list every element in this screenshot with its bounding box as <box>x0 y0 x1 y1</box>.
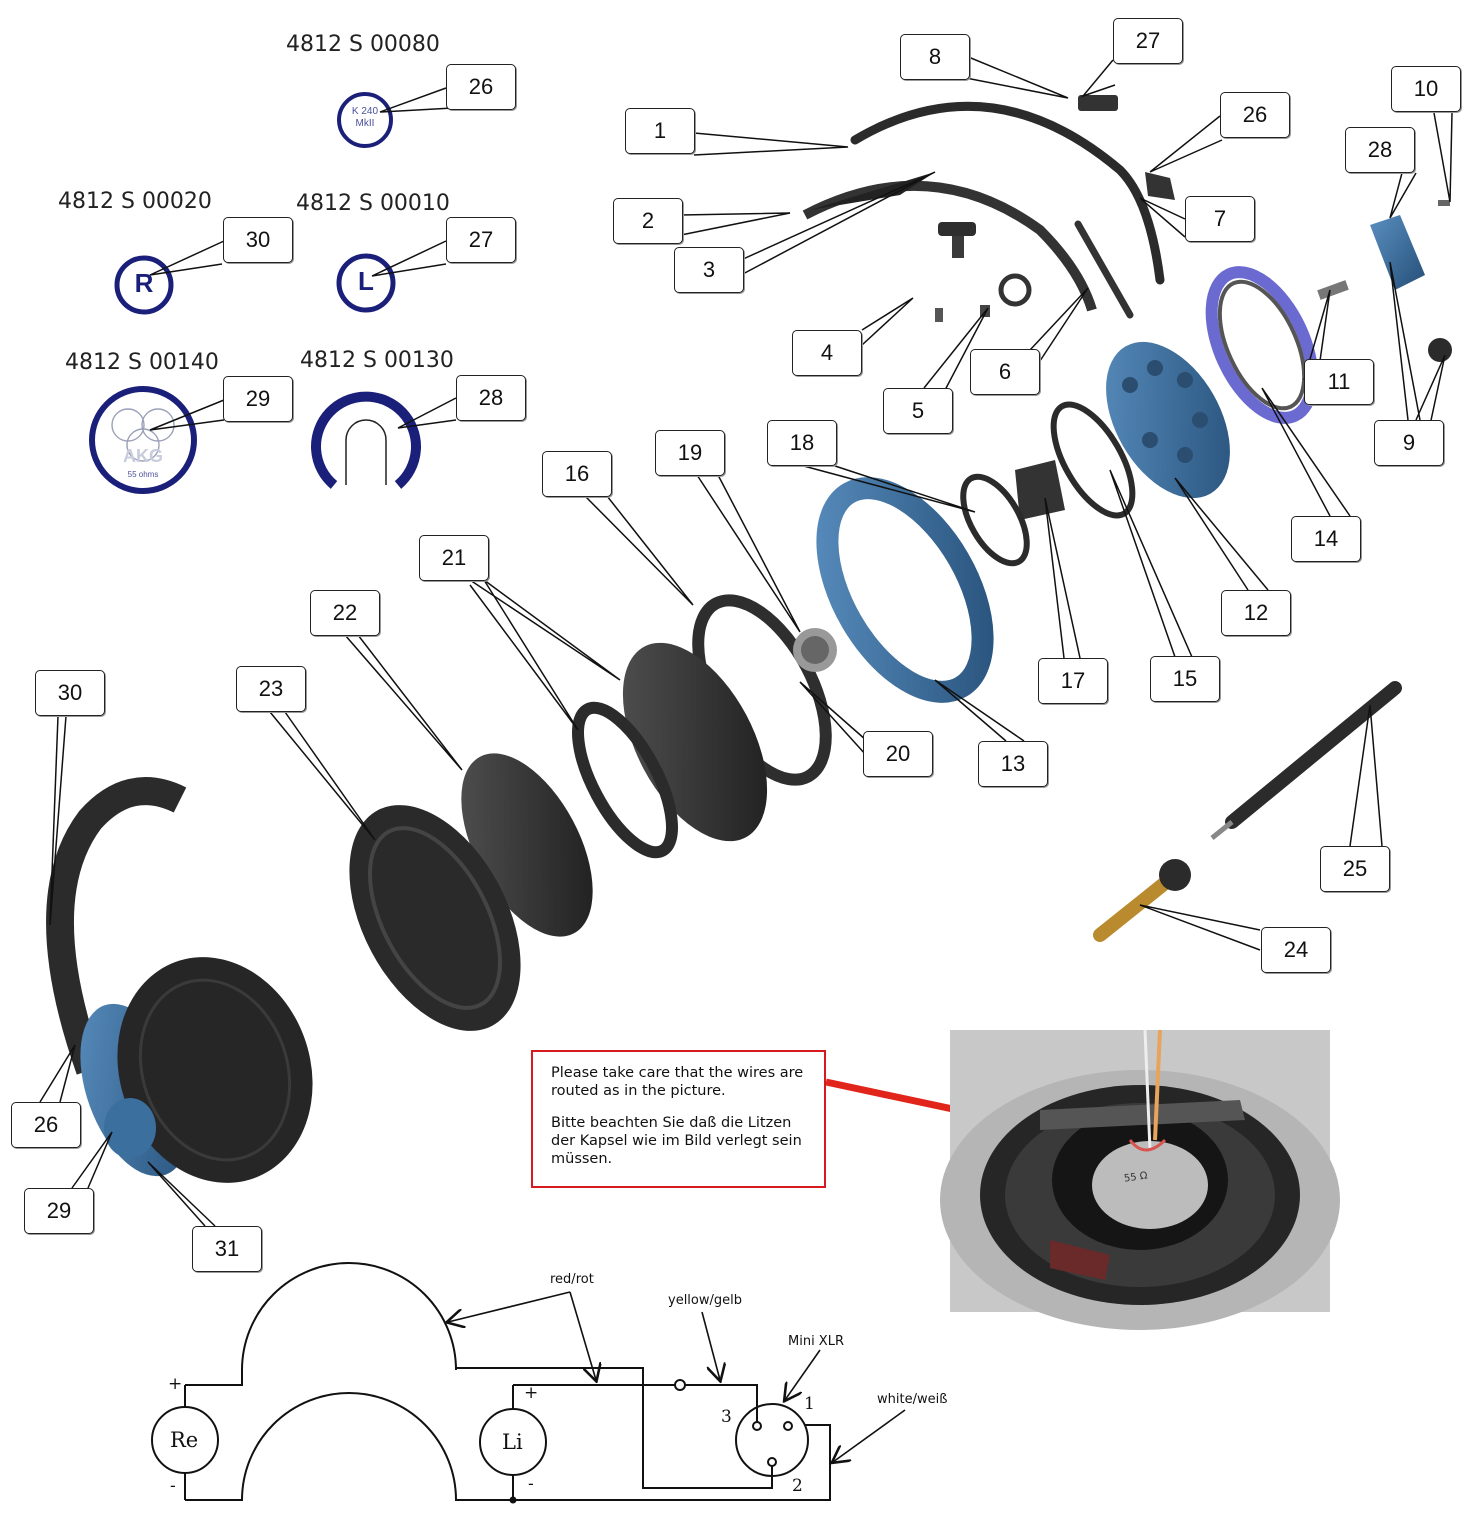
callout-12: 12 <box>1221 590 1291 636</box>
badge-k240-text-1: K 240 <box>351 106 379 117</box>
callout-27-badge: 27 <box>446 217 516 263</box>
badge-left <box>336 253 396 313</box>
leader-lines <box>39 55 1453 1227</box>
badge-right-letter: R <box>134 268 154 298</box>
label-left-driver: Li <box>502 1430 523 1454</box>
callout-5: 5 <box>883 388 953 434</box>
part-number-28: 4812 S 00130 <box>300 348 454 373</box>
callout-13: 13 <box>978 741 1048 787</box>
callout-7: 7 <box>1185 196 1255 242</box>
callout-26-badge: 26 <box>446 64 516 110</box>
callout-1: 1 <box>625 108 695 154</box>
left-driver-plus: + <box>524 1383 539 1403</box>
slider-blue-parts <box>1205 200 1452 424</box>
callout-10: 10 <box>1391 66 1461 112</box>
callout-29-badge: 29 <box>223 376 293 422</box>
callout-26-assembly: 26 <box>11 1102 81 1148</box>
callout-2: 2 <box>613 198 683 244</box>
callout-17: 17 <box>1038 658 1108 704</box>
callout-20: 20 <box>863 731 933 777</box>
part-number-27: 4812 S 00010 <box>296 191 450 216</box>
label-white-wire: white/weiß <box>877 1392 948 1407</box>
callout-14: 14 <box>1291 516 1361 562</box>
notice-english: Please take care that the wires are rout… <box>551 1065 804 1099</box>
callout-8: 8 <box>900 34 970 80</box>
callout-9: 9 <box>1374 420 1444 466</box>
callout-6: 6 <box>970 349 1040 395</box>
badge-akg-text: AKG <box>123 446 163 466</box>
label-right-driver: Re <box>170 1428 199 1452</box>
earcup-shell-parts <box>816 341 1230 703</box>
cable-and-adapter <box>1093 681 1402 942</box>
badge-akg-logo <box>89 386 197 494</box>
wire-routing-notice: Please take care that the wires are rout… <box>531 1050 826 1188</box>
xlr-pin-1: 1 <box>804 1394 815 1414</box>
right-driver-plus: + <box>168 1374 183 1394</box>
callout-31: 31 <box>192 1226 262 1272</box>
callout-15: 15 <box>1150 656 1220 702</box>
xlr-pin-2: 2 <box>792 1476 803 1496</box>
badge-k240-mkii <box>337 92 393 148</box>
headband-parts <box>802 95 1175 322</box>
callout-30-part: 30 <box>35 670 105 716</box>
assembled-headphone <box>46 777 313 1183</box>
callout-24: 24 <box>1261 927 1331 973</box>
callout-23: 23 <box>236 666 306 712</box>
part-number-26: 4812 S 00080 <box>286 32 440 57</box>
callout-22: 22 <box>310 590 380 636</box>
callout-27-part: 27 <box>1113 18 1183 64</box>
wiring-arrows <box>448 1291 906 1462</box>
callout-25: 25 <box>1320 846 1390 892</box>
callout-29-assembly: 29 <box>24 1188 94 1234</box>
callout-28-part: 28 <box>1345 127 1415 173</box>
callout-11: 11 <box>1304 359 1374 405</box>
notice-german: Bitte beachten Sie daß die Litzen der Ka… <box>551 1115 802 1167</box>
badge-k240-text-2: MkII <box>355 118 375 129</box>
left-driver-minus: - <box>528 1474 534 1494</box>
callout-30-badge: 30 <box>223 217 293 263</box>
callout-21: 21 <box>419 535 489 581</box>
capsule-photo <box>940 1029 1340 1330</box>
badge-horseshoe <box>311 391 421 489</box>
callout-18: 18 <box>767 420 837 466</box>
callout-28-badge: 28 <box>456 375 526 421</box>
part-number-29: 4812 S 00140 <box>65 350 219 375</box>
driver-parts <box>349 594 837 1031</box>
callout-26-part: 26 <box>1220 92 1290 138</box>
label-mini-xlr: Mini XLR <box>788 1334 844 1349</box>
callout-19: 19 <box>655 430 725 476</box>
callout-4: 4 <box>792 330 862 376</box>
xlr-pin-3: 3 <box>721 1407 732 1427</box>
right-driver-minus: - <box>170 1476 176 1496</box>
part-number-30: 4812 S 00020 <box>58 189 212 214</box>
label-yellow-wire: yellow/gelb <box>668 1293 742 1308</box>
label-red-wire: red/rot <box>550 1272 594 1287</box>
badge-ohms-text: 55 ohms <box>127 470 159 479</box>
callout-16: 16 <box>542 451 612 497</box>
badge-left-letter: L <box>358 266 374 296</box>
callout-3: 3 <box>674 247 744 293</box>
wiring-schematic <box>151 1262 831 1504</box>
